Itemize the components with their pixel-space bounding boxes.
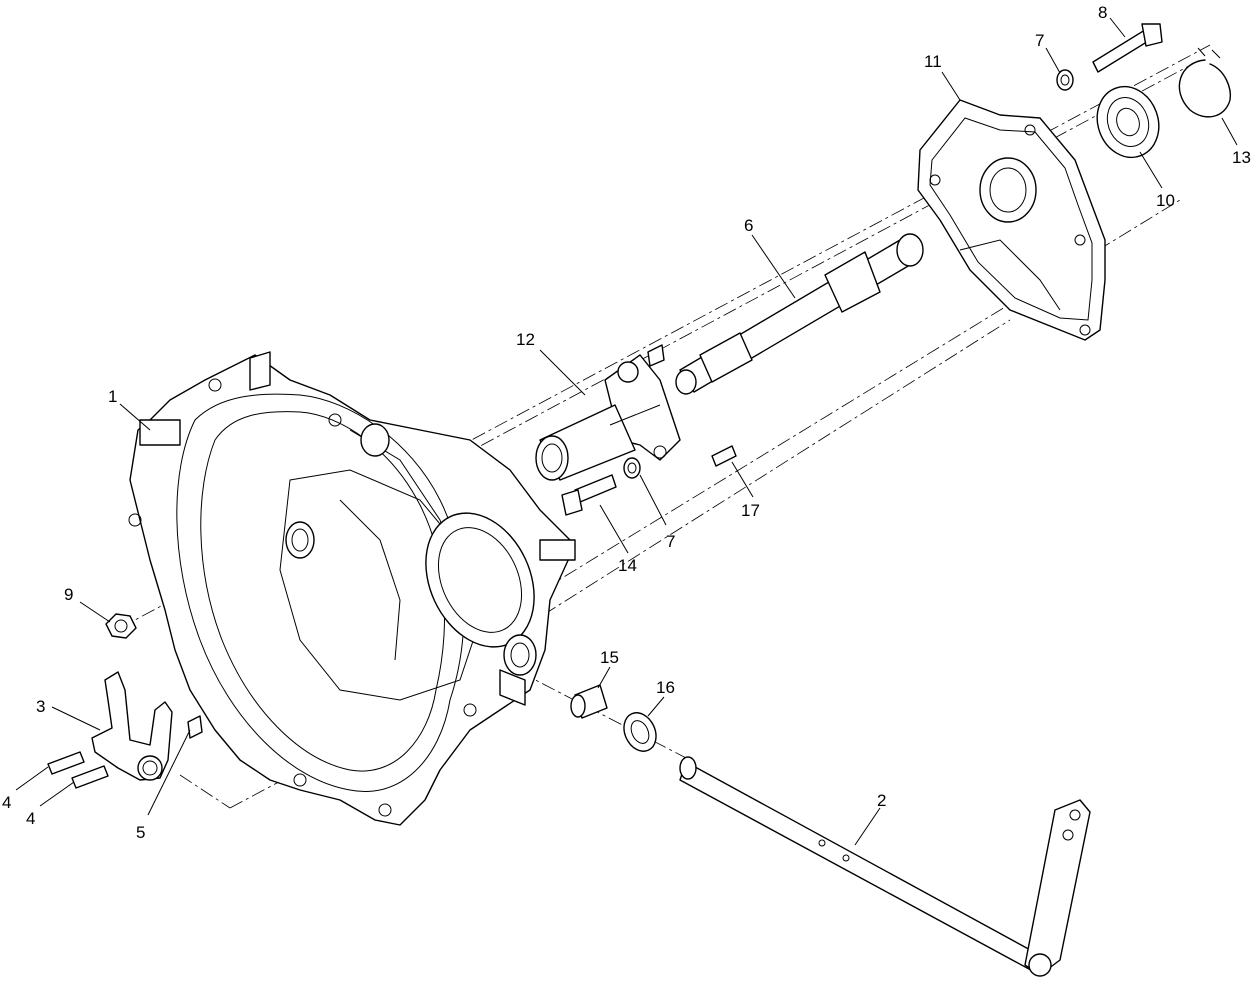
- washer-part-7-upper: [1056, 69, 1074, 91]
- roll-pin-part-5: [187, 715, 203, 739]
- pin-part-17: [711, 445, 737, 467]
- callout-11: 11: [924, 52, 942, 71]
- nut-part-9: [105, 613, 137, 639]
- seal-part-16: [623, 712, 657, 752]
- callout-14: 14: [618, 556, 637, 575]
- cover-plate-part-11: [917, 99, 1106, 341]
- callout-leader-lines: [15, 17, 1238, 846]
- callout-4-lower: 4: [26, 809, 35, 828]
- bolt-part-8: [1092, 23, 1163, 73]
- callout-7-upper: 7: [1035, 31, 1044, 50]
- pin-part-4-upper: [47, 751, 85, 775]
- callout-9: 9: [64, 585, 73, 604]
- pin-part-4-lower: [71, 765, 109, 789]
- callout-7-lower: 7: [666, 532, 675, 551]
- callout-12: 12: [516, 330, 535, 349]
- bushing-part-15: [570, 684, 608, 719]
- callout-3: 3: [36, 697, 45, 716]
- lever-shaft-part-2: [679, 756, 1091, 977]
- bracket-part-12: [535, 344, 681, 481]
- washer-part-7-lower: [623, 457, 641, 479]
- shift-fork-part-3: [91, 671, 173, 781]
- bell-housing-part-1: [128, 351, 576, 826]
- callout-16: 16: [656, 678, 675, 697]
- callout-labels: 1 2 3 4 4 5 6 7 7 8 9 10 11 12 13 14 15 …: [2, 3, 1251, 842]
- callout-5: 5: [136, 823, 145, 842]
- callout-8: 8: [1098, 3, 1107, 22]
- callout-17: 17: [741, 501, 760, 520]
- bolt-part-14: [561, 474, 617, 516]
- callout-13: 13: [1232, 148, 1251, 167]
- snap-ring-part-13: [1178, 47, 1232, 118]
- bearing-part-10: [1096, 85, 1160, 159]
- callout-15: 15: [600, 648, 619, 667]
- callout-4-upper: 4: [2, 793, 11, 812]
- callout-1: 1: [108, 387, 117, 406]
- callout-2: 2: [877, 791, 886, 810]
- shaft-part-6: [675, 233, 924, 395]
- callout-6: 6: [744, 216, 753, 235]
- callout-10: 10: [1156, 191, 1175, 210]
